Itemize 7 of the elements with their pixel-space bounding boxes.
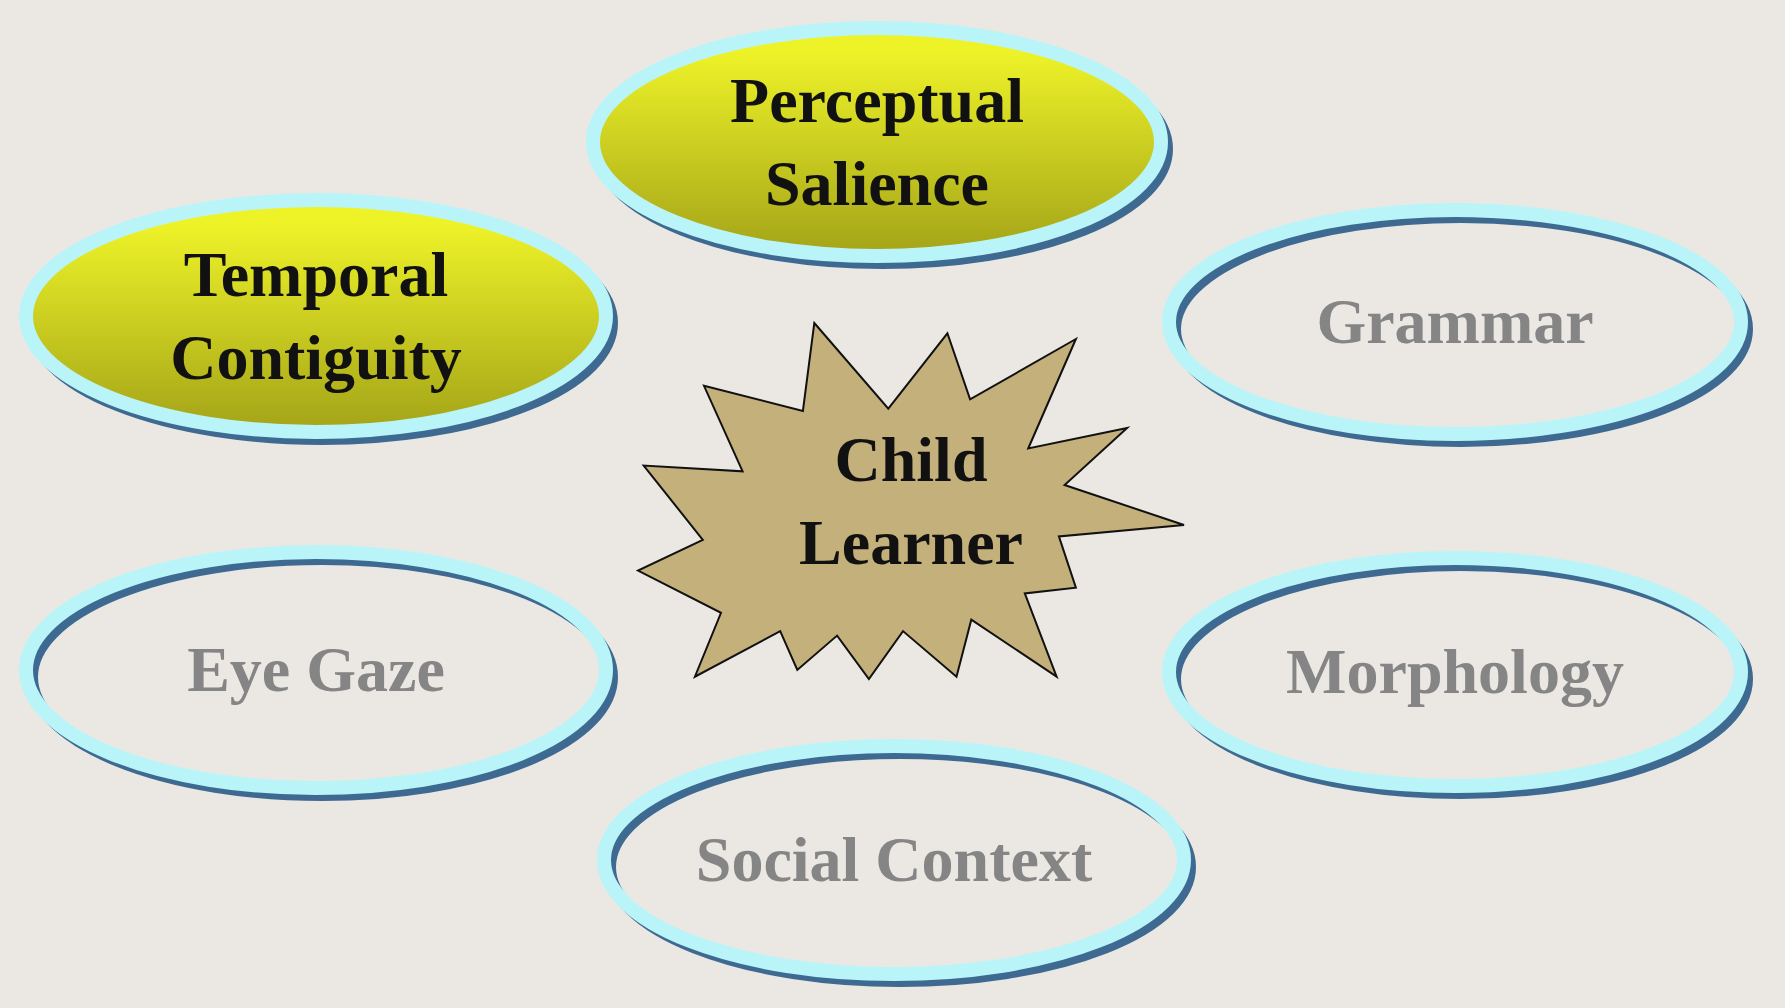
node-label: Eye Gaze xyxy=(186,633,446,708)
node-label: Grammar xyxy=(1315,285,1595,360)
node-label: Social Context xyxy=(694,823,1094,898)
node-label: Morphology xyxy=(1285,635,1625,710)
node-label: Temporal Contiguity xyxy=(169,237,463,395)
node-label: Child Learner xyxy=(798,422,1024,580)
node-label: Perceptual Salience xyxy=(729,63,1025,221)
